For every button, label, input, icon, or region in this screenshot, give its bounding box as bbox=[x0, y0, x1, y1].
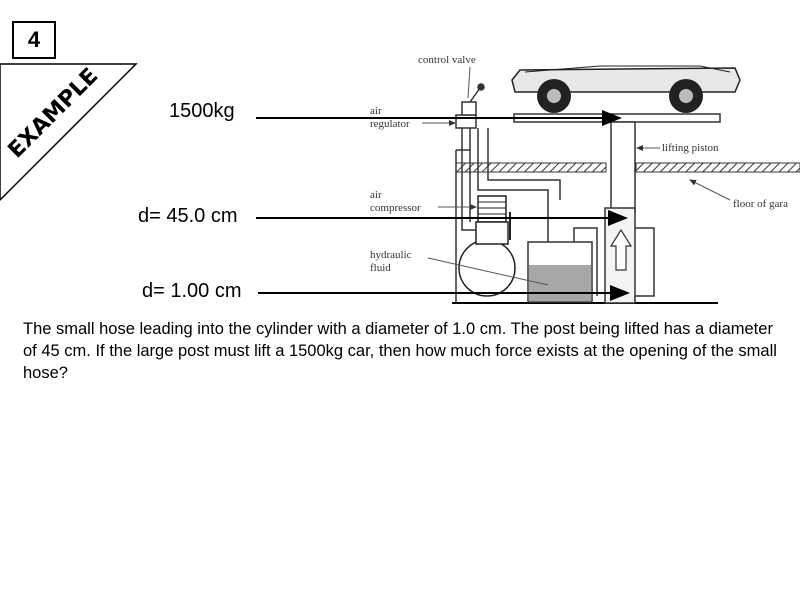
car bbox=[511, 65, 741, 123]
measurement-annotations: 1500kg d= 45.0 cm d= 1.00 cm bbox=[138, 100, 630, 302]
air-lines bbox=[455, 83, 561, 242]
lifting-piston bbox=[604, 121, 636, 304]
large-diameter-label: d= 45.0 cm bbox=[138, 205, 238, 227]
question-text: The small hose leading into the cylinder… bbox=[23, 320, 777, 382]
slide-number: 4 bbox=[12, 21, 56, 59]
floor-label: floor of gara bbox=[733, 198, 788, 210]
pit-walls bbox=[455, 149, 470, 303]
lifting-piston-label: lifting piston bbox=[662, 142, 719, 154]
small-hose bbox=[573, 227, 655, 297]
air-compressor-label-line2: compressor bbox=[370, 202, 421, 214]
hydraulic-fluid-label-line2: fluid bbox=[370, 262, 391, 274]
air-compressor bbox=[458, 195, 516, 297]
mass-label: 1500kg bbox=[169, 100, 235, 122]
hydraulic-lift-diagram: EXAMPLE bbox=[0, 54, 800, 304]
diagram-labels: control valve air regulator lifting pist… bbox=[370, 54, 788, 286]
air-regulator-label-line2: regulator bbox=[370, 118, 410, 130]
hydraulic-fluid-label-line1: hydraulic bbox=[370, 249, 412, 261]
small-diameter-label: d= 1.00 cm bbox=[142, 280, 242, 302]
control-valve-label: control valve bbox=[418, 54, 476, 66]
air-compressor-label-line1: air bbox=[370, 189, 382, 201]
air-regulator-label-line1: air bbox=[370, 105, 382, 117]
example-banner: EXAMPLE bbox=[0, 63, 138, 202]
